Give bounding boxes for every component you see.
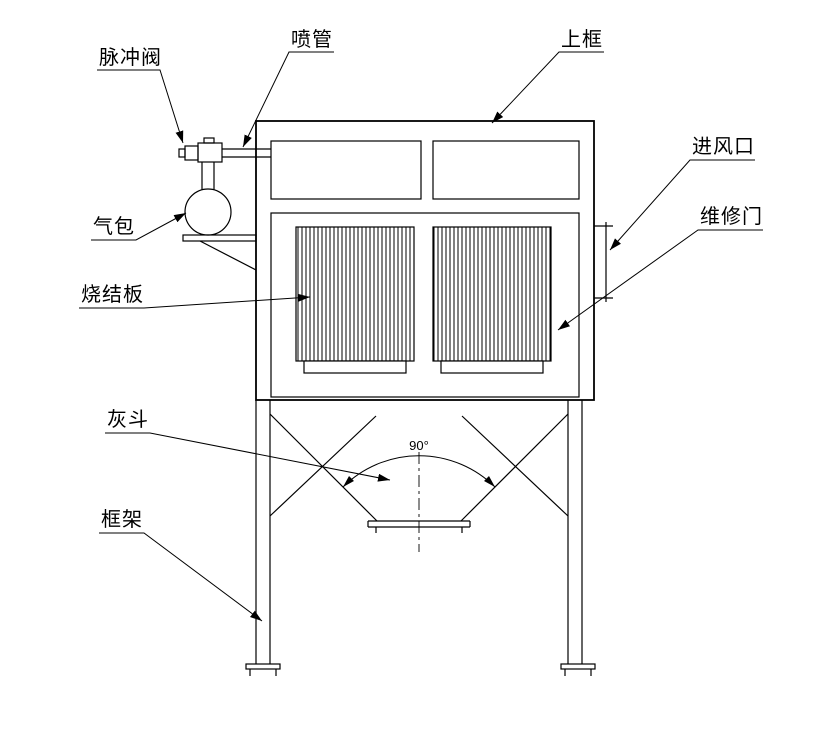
angle-arrow-right — [484, 476, 495, 487]
mid-section-outline — [270, 212, 580, 398]
label-hopper-angle: 90° — [409, 438, 429, 453]
top-panel-right — [432, 140, 580, 200]
leader-upper-frame — [491, 51, 604, 124]
pulse-valve-assembly — [178, 137, 271, 271]
upper-frame-structure — [255, 120, 595, 401]
upper-frame-outline — [255, 120, 595, 401]
top-panel-left — [270, 140, 422, 200]
air-tank-circle — [184, 188, 232, 236]
plate-support-left — [303, 360, 407, 374]
leader-sintered-plate — [79, 293, 311, 309]
valve-fitting — [184, 145, 199, 161]
sintered-plate-left — [295, 226, 415, 362]
leader-maintenance-door — [557, 229, 763, 331]
label-sintered-plate: 烧结板 — [81, 283, 144, 306]
air-inlet-flange — [594, 222, 613, 302]
left-cross-brace — [269, 415, 377, 517]
shelf-brace — [199, 240, 257, 271]
valve-top-cap — [203, 137, 215, 144]
right-baseplate — [560, 663, 596, 670]
plate-support-right — [440, 360, 544, 374]
valve-stem — [178, 148, 186, 158]
angle-dimension: 90° — [342, 438, 496, 488]
ash-hopper-structure — [269, 413, 569, 552]
leader-air-inlet — [609, 159, 755, 251]
label-maintenance-door: 维修门 — [700, 205, 763, 228]
leader-air-tank — [91, 212, 187, 241]
sintered-plates — [295, 226, 552, 374]
label-upper-frame: 上框 — [561, 28, 603, 51]
right-cross-brace — [461, 415, 569, 517]
tank-shelf — [182, 234, 257, 242]
pulse-valve-body — [197, 142, 223, 163]
leader-pulse-valve — [97, 69, 184, 144]
label-air-tank: 气包 — [93, 215, 135, 238]
label-blow-pipe: 喷管 — [291, 28, 333, 51]
leader-frame — [99, 532, 263, 622]
callouts: 脉冲阀 喷管 上框 进风口 维修门 气包 烧结板 灰斗 框架 — [79, 28, 763, 622]
sintered-plate-right — [432, 226, 552, 362]
leader-blow-pipe — [242, 51, 334, 148]
label-ash-hopper: 灰斗 — [107, 408, 149, 431]
label-pulse-valve: 脉冲阀 — [99, 46, 162, 69]
label-frame: 框架 — [101, 508, 143, 531]
left-baseplate — [245, 663, 281, 670]
leader-ash-hopper — [105, 432, 391, 482]
angle-arc — [342, 455, 496, 488]
hopper-right-wall — [460, 413, 569, 522]
label-air-inlet: 进风口 — [692, 135, 755, 158]
angle-arrow-left — [343, 476, 354, 487]
hopper-left-wall — [269, 413, 378, 522]
